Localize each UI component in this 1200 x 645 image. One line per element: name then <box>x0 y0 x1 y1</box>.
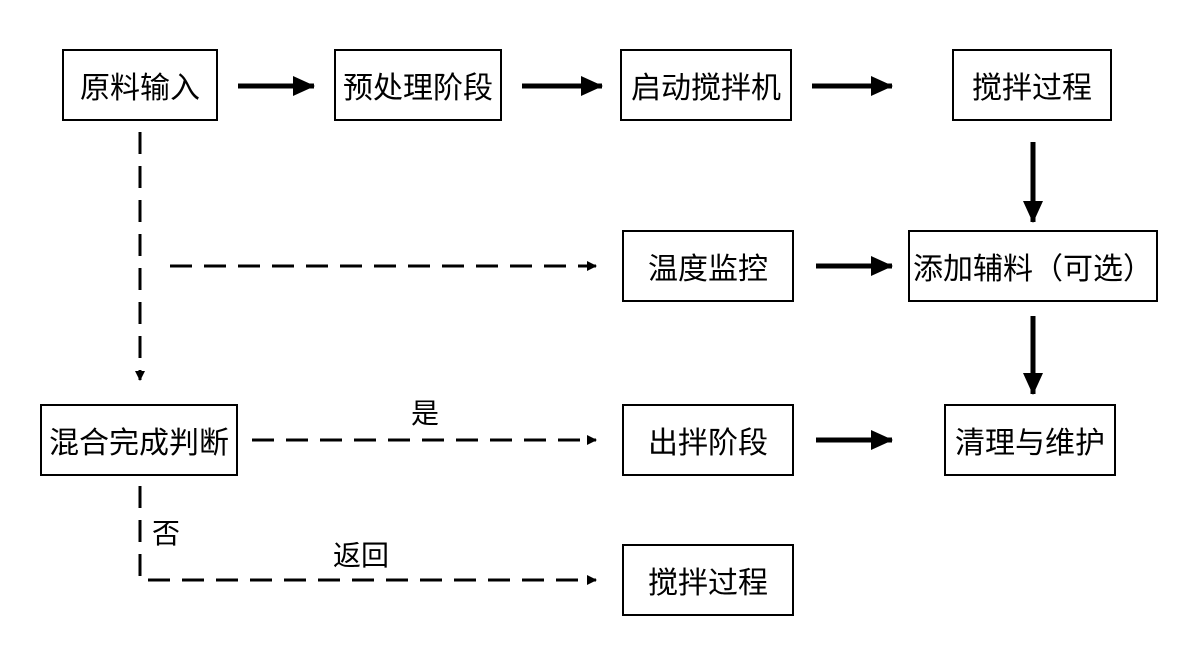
node-discharge: 出拌阶段 <box>622 404 794 476</box>
node-raw-input: 原料输入 <box>62 49 218 121</box>
node-mixing-process-return: 搅拌过程 <box>622 544 794 616</box>
edge-label-yes: 是 <box>411 397 440 430</box>
edge-label-no: 否 <box>152 517 181 550</box>
node-clean-maintain: 清理与维护 <box>944 404 1116 476</box>
node-pretreatment: 预处理阶段 <box>334 49 502 121</box>
node-start-mixer: 启动搅拌机 <box>620 49 792 121</box>
node-mix-complete-check: 混合完成判断 <box>40 404 238 476</box>
edge-label-return: 返回 <box>333 539 390 572</box>
node-add-auxiliary: 添加辅料（可选） <box>908 230 1158 302</box>
node-temp-monitor: 温度监控 <box>622 230 794 302</box>
node-mixing-process: 搅拌过程 <box>952 49 1112 121</box>
